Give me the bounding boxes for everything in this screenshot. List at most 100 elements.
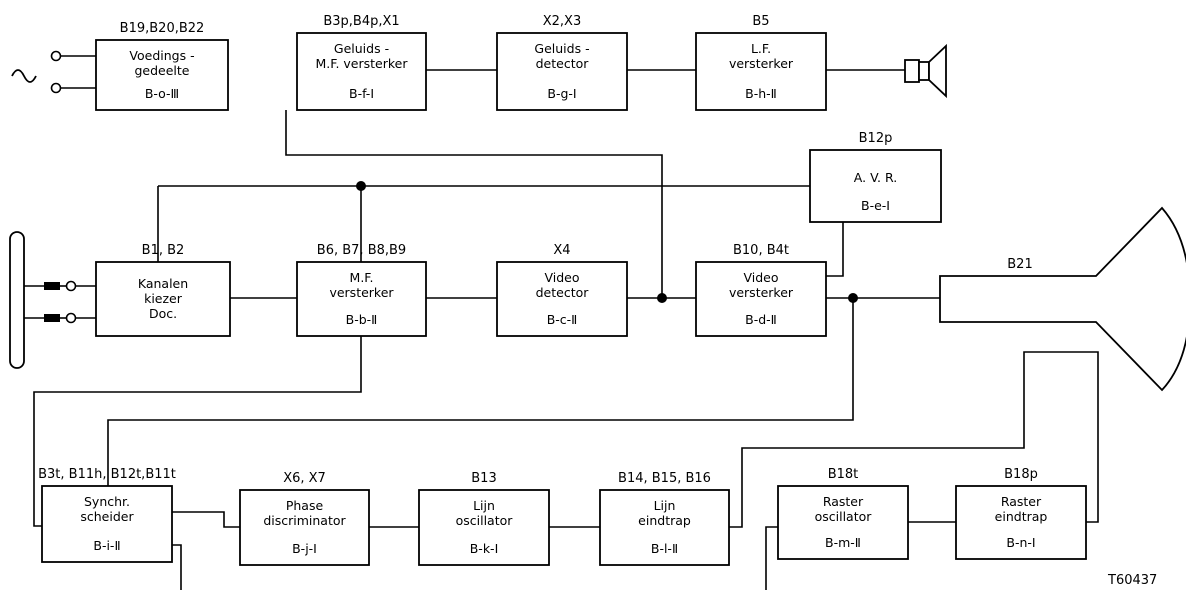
block-box: [95, 261, 231, 337]
block-title-line: eindtrap: [638, 513, 691, 528]
block-title-line: Lijn: [473, 498, 495, 513]
block-title-line: Phase: [286, 498, 324, 513]
junction-dots: [356, 181, 858, 303]
block-box: [418, 489, 550, 566]
block-title-line: Geluids -: [534, 41, 589, 56]
block-code: B-f-I: [349, 86, 374, 101]
block-refs: B18p: [1004, 467, 1038, 482]
crt-icon: [939, 206, 1186, 392]
block-refs: B10, B4t: [733, 243, 789, 258]
block-box: [955, 485, 1087, 560]
block-box: [695, 32, 827, 111]
block-box: [239, 489, 370, 566]
mains-terminal-top: [50, 50, 62, 62]
block-title-line: versterker: [329, 285, 394, 300]
block-refs: B19,B20,B22: [120, 21, 205, 36]
wire-raster-input: [765, 526, 778, 590]
antenna-feed-bottom: [44, 314, 60, 322]
block-refs: X6, X7: [283, 471, 326, 486]
block-code: B-n-I: [1006, 535, 1035, 550]
wire-video-to-synchr: [107, 298, 854, 486]
block-code: B-i-Ⅱ: [93, 538, 120, 553]
ac-sine-icon: [11, 69, 37, 83]
wire-raster-eind-to-deflection: [1062, 351, 1099, 523]
block-box: [599, 489, 730, 566]
junction-dot-video-vst: [848, 293, 858, 303]
block-code: B-j-I: [292, 541, 317, 556]
block-box: [695, 261, 827, 337]
antenna-feed-top: [44, 282, 60, 290]
mains-terminal-bottom: [50, 82, 62, 94]
mains-ac-symbol: [11, 50, 62, 94]
antenna-icon: [9, 231, 96, 369]
block-refs: B3p,B4p,X1: [323, 14, 399, 29]
block-title-line: Video: [743, 270, 778, 285]
block-title-line: Video: [544, 270, 579, 285]
block-title-line: Synchr.: [84, 494, 130, 509]
block-refs: B13: [471, 471, 496, 486]
block-code: B-h-Ⅱ: [745, 86, 777, 101]
loudspeaker-icon: [904, 43, 947, 99]
block-box: [496, 32, 628, 111]
block-code: B-g-I: [547, 86, 576, 101]
block-box: [496, 261, 628, 337]
block-title-line: detector: [536, 285, 590, 300]
block-title-line: Lijn: [654, 498, 676, 513]
block-title-line: scheider: [80, 509, 134, 524]
figure-code: T60437: [1107, 573, 1157, 588]
block-code: B-l-Ⅱ: [651, 541, 678, 556]
block-title-line: Doc.: [149, 306, 177, 321]
block-code: B-d-Ⅱ: [745, 312, 777, 327]
block-refs: B3t, B11h, B12t,B11t: [38, 467, 176, 482]
wire-synchr-to-phase: [172, 511, 240, 528]
block-code: B-k-I: [470, 541, 499, 556]
wire-lijn-eind-to-deflection: [729, 351, 1040, 528]
block-title-line: Voedings -: [129, 48, 194, 63]
block-refs: B6, B7, B8,B9: [317, 243, 406, 258]
block-title-line: gedeelte: [134, 63, 189, 78]
wire-sound-if-feed: [285, 110, 663, 298]
block-refs: B1, B2: [142, 243, 185, 258]
block-title-line: eindtrap: [995, 509, 1048, 524]
block-title-line: discriminator: [263, 513, 346, 528]
block-box: [95, 39, 229, 111]
wire-mf-to-synchr: [33, 336, 362, 527]
block-title-line: detector: [536, 56, 590, 71]
wire-synchr-to-raster: [172, 544, 182, 590]
block-box: [41, 485, 173, 563]
block-refs: X4: [553, 243, 570, 258]
block-refs: B18t: [828, 467, 859, 482]
block-refs: B12p: [859, 131, 893, 146]
block-title-line: versterker: [729, 285, 794, 300]
block-code: B-b-Ⅱ: [346, 312, 378, 327]
block-refs: X2,X3: [543, 14, 582, 29]
junction-dot-avr: [356, 181, 366, 191]
wire-video-vst-to-avr: [826, 222, 844, 277]
crt-outline: [939, 206, 1186, 392]
block-title-line: Geluids -: [334, 41, 389, 56]
block-title-line: kiezer: [144, 291, 183, 306]
block-code: B-e-I: [861, 198, 890, 213]
block-code: B-c-Ⅱ: [547, 312, 578, 327]
crt-label: B21: [1007, 257, 1032, 272]
block-refs: B5: [752, 14, 769, 29]
block-code: B-o-Ⅲ: [145, 86, 179, 101]
block-title-line: oscillator: [815, 509, 873, 524]
block-title-line: L.F.: [751, 41, 771, 56]
block-box: [809, 149, 942, 223]
